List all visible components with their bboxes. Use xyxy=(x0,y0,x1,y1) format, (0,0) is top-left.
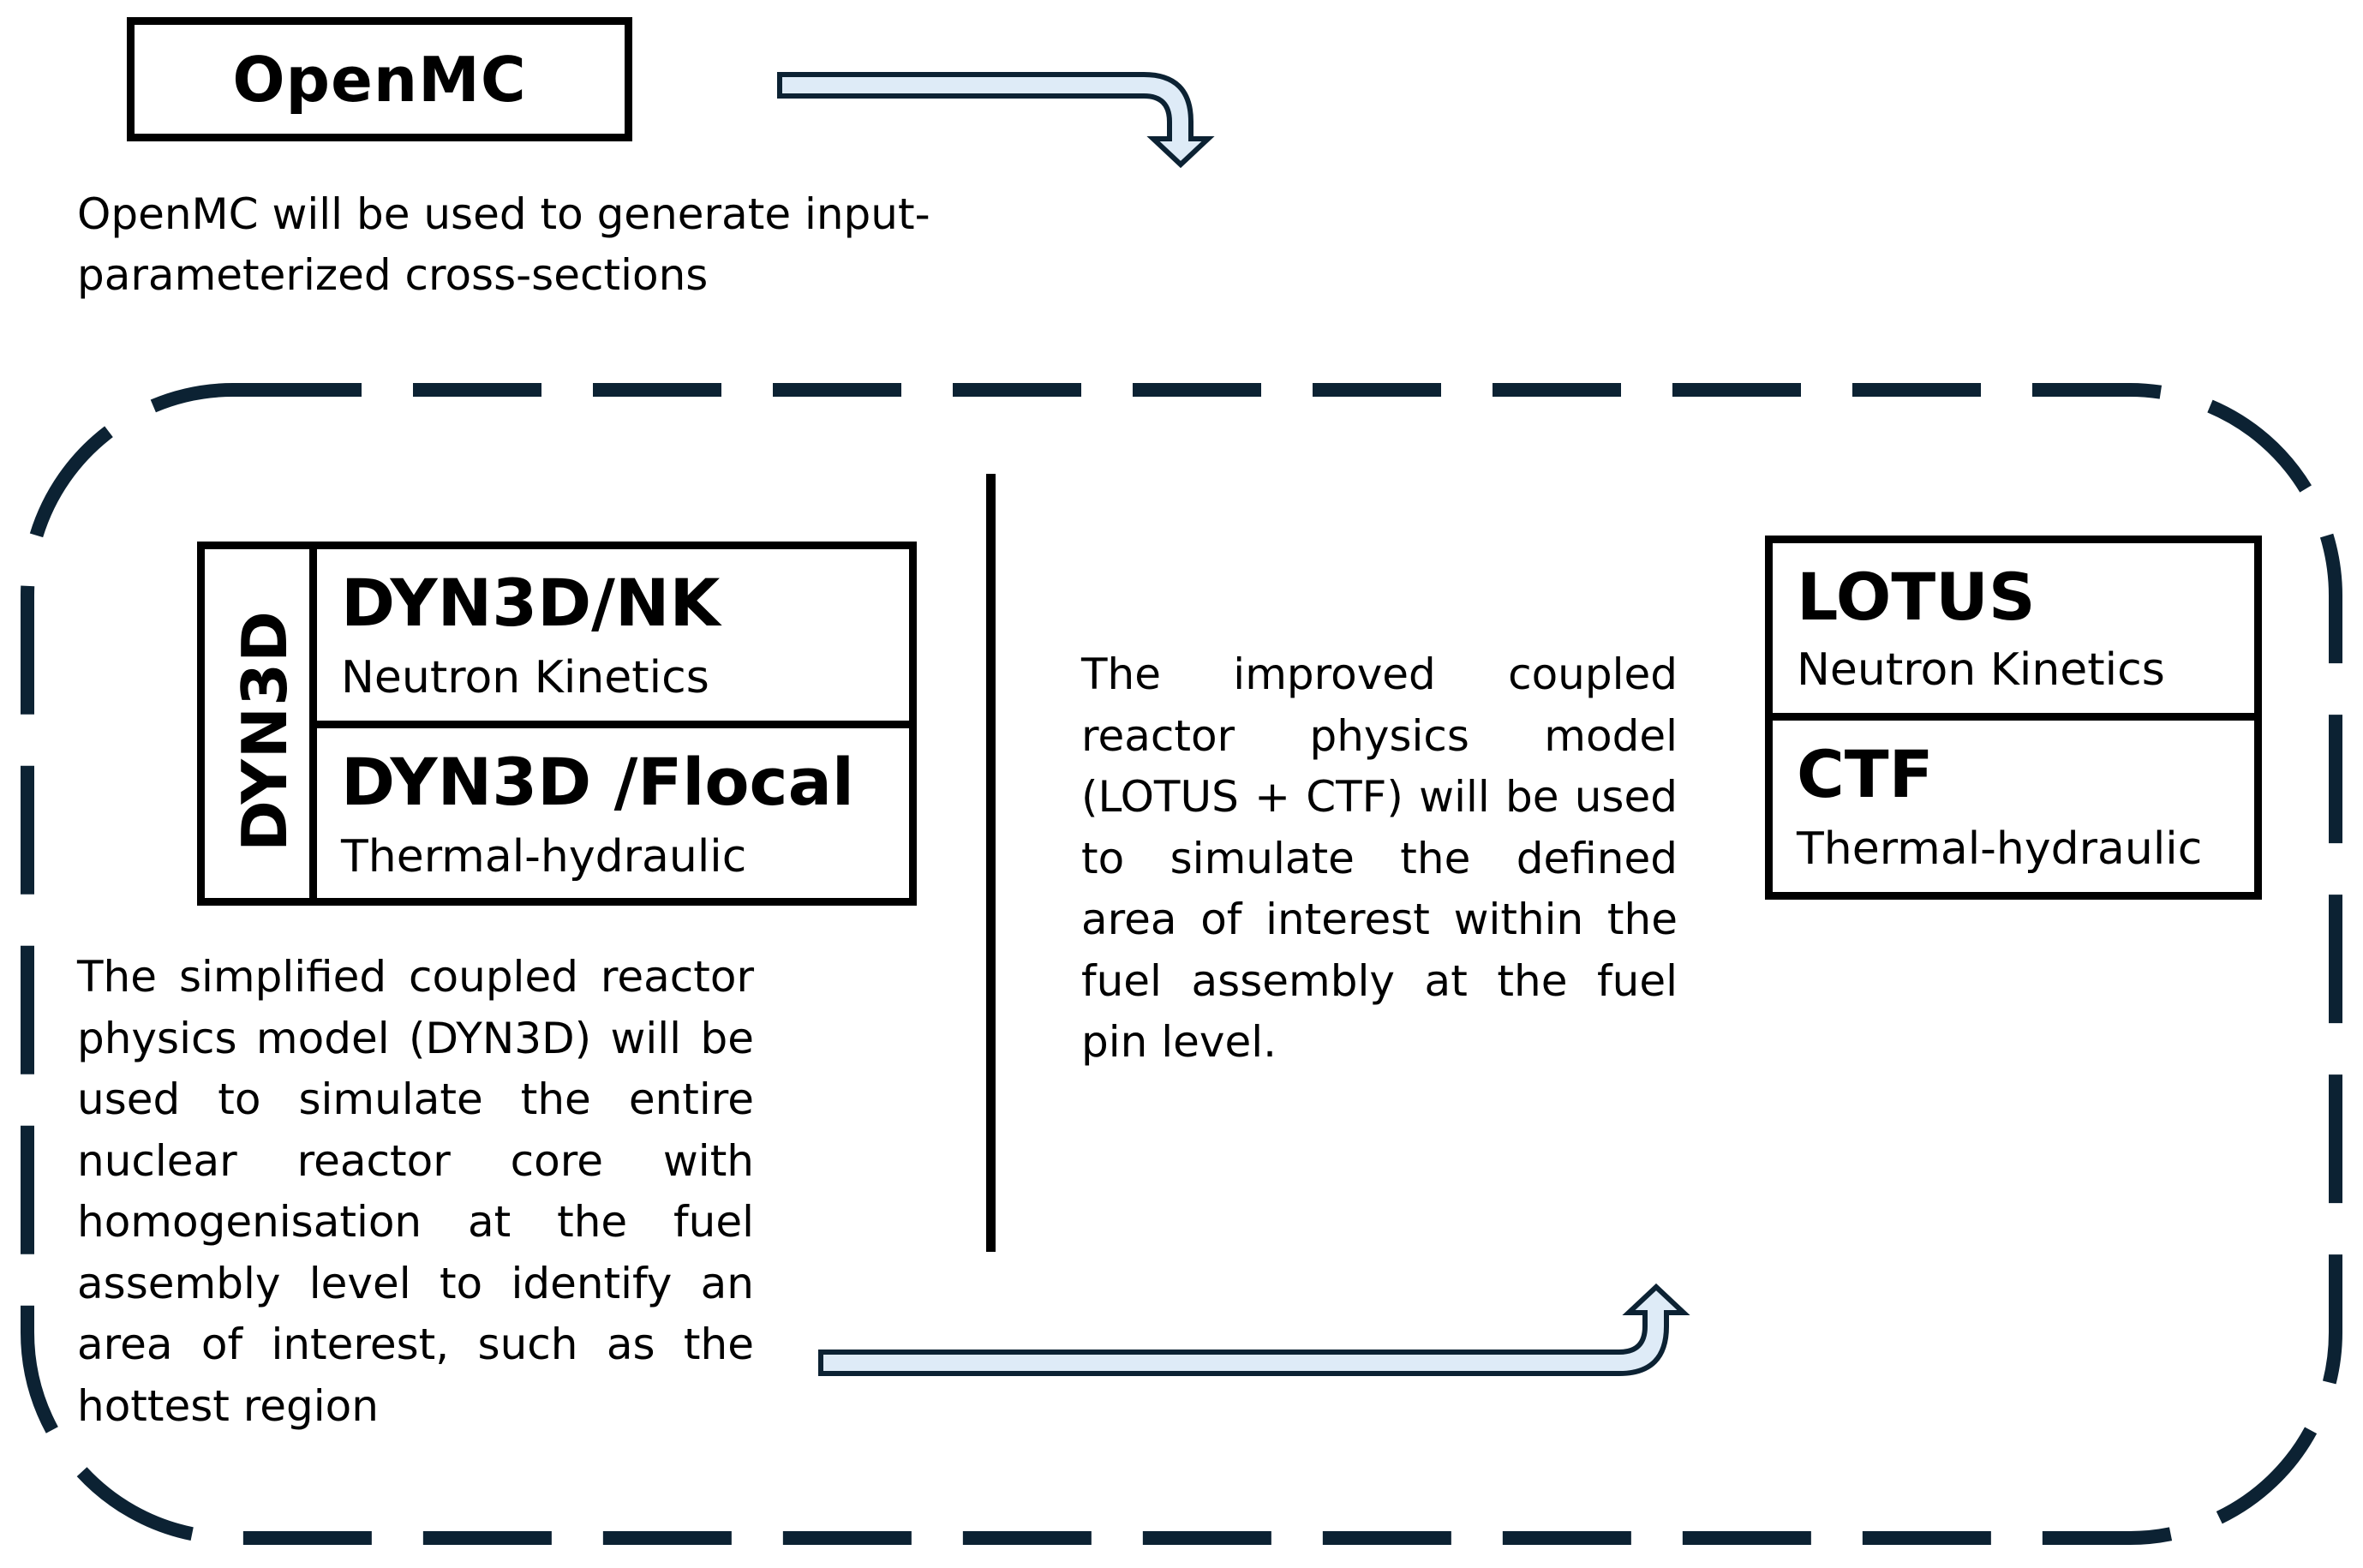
dashed-group-border xyxy=(21,383,2342,1545)
openmc-description: OpenMC will be used to generate input-pa… xyxy=(77,189,930,300)
vertical-divider xyxy=(986,474,996,1252)
lotus-desc: Neutron Kinetics xyxy=(1797,644,2165,696)
dyn3d-model-block: DYN3D DYN3D/NK Neutron Kinetics DYN3D /F… xyxy=(197,542,917,906)
dyn3d-group-label: DYN3D xyxy=(229,610,301,852)
dyn3d-flocal-desc: Thermal-hydraulic xyxy=(341,831,747,883)
openmc-box: OpenMC xyxy=(127,17,632,141)
dyn3d-nk-desc: Neutron Kinetics xyxy=(341,652,709,703)
dyn3d-to-lotus-arrow xyxy=(818,1283,1690,1376)
lotus-ctf-description: The improved coupled reactor physics mod… xyxy=(1081,649,1678,1067)
lotus-ctf-model-block: LOTUS Neutron Kinetics CTF Thermal-hydra… xyxy=(1765,536,2262,900)
dyn3d-nk-title: DYN3D/NK xyxy=(341,565,721,641)
ctf-desc: Thermal-hydraulic xyxy=(1797,823,2203,875)
openmc-to-group-arrow xyxy=(777,72,1215,169)
ctf-title: CTF xyxy=(1797,736,1934,812)
lotus-title: LOTUS xyxy=(1797,559,2036,635)
dyn3d-flocal-box: DYN3D /Flocal Thermal-hydraulic xyxy=(309,721,917,906)
dyn3d-description: The simplified coupled reactor physics m… xyxy=(77,952,754,1431)
dyn3d-nk-box: DYN3D/NK Neutron Kinetics xyxy=(309,542,917,728)
dyn3d-flocal-title: DYN3D /Flocal xyxy=(341,744,854,820)
dyn3d-side-panel: DYN3D xyxy=(197,542,317,906)
ctf-box: CTF Thermal-hydraulic xyxy=(1765,713,2262,900)
lotus-box: LOTUS Neutron Kinetics xyxy=(1765,536,2262,721)
openmc-title: OpenMC xyxy=(232,43,527,116)
